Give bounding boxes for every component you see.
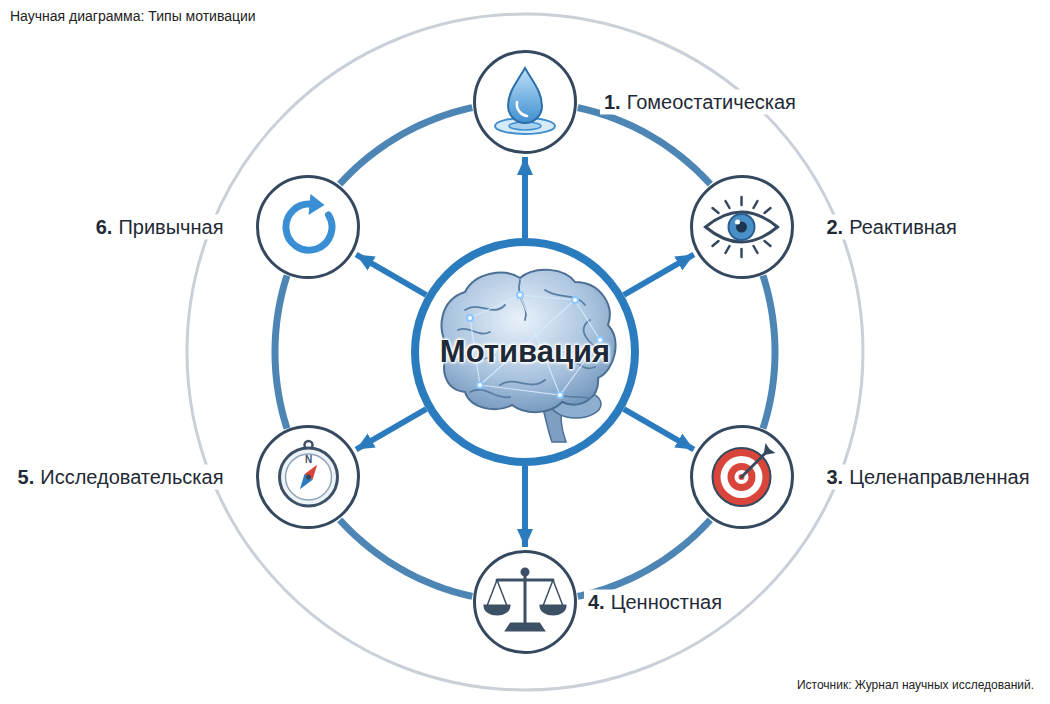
type-circle: 4.Ценностная (473, 550, 577, 654)
ring-connector (275, 275, 287, 428)
type-circle: 5.Исследовательская (256, 425, 360, 529)
type-label: 2.Реактивная (823, 215, 961, 240)
hub-circle: Мотивация (411, 238, 639, 466)
arrow-connector (522, 466, 528, 547)
ring-connector (578, 520, 711, 597)
arrow-connector (356, 254, 426, 295)
scales-icon (485, 569, 565, 630)
ring-connector (340, 108, 473, 185)
type-name: Исследовательская (40, 466, 223, 488)
type-label: 4. Ценностная (584, 590, 726, 615)
water-drop-icon (495, 68, 555, 134)
type-label: 1. Гомеостатическая (600, 90, 800, 115)
ring-connector (763, 275, 775, 428)
type-name: Гомеостатическая (627, 91, 796, 113)
callout-number: 5. (18, 466, 35, 488)
callout-number: 4. (588, 591, 605, 613)
type-name: Реактивная (849, 216, 957, 238)
target-icon (713, 443, 776, 506)
callout-number: 3. (827, 466, 844, 488)
arrow-connector (522, 157, 528, 238)
source-caption: Источник: Журнал научных исследований. (797, 678, 1034, 692)
outer-ring (187, 14, 863, 690)
type-name: Целенаправленная (849, 466, 1029, 488)
type-name: Привычная (118, 216, 223, 238)
eye-icon (706, 197, 778, 257)
callout-number: 1. (604, 91, 621, 113)
ring-connector (578, 108, 711, 185)
compass-letter: N (305, 454, 312, 465)
type-circle: 1.Гомеостатическая (473, 50, 577, 154)
hub-fill (415, 242, 635, 462)
type-label: 6.Привычная (92, 215, 228, 240)
icon-fills (258, 51, 793, 653)
type-label: 5.Исследовательская (14, 465, 228, 490)
cycle-arrow-icon (286, 194, 332, 250)
compass-icon (280, 441, 338, 506)
type-name: Ценностная (611, 591, 722, 613)
arrow-connector (624, 409, 694, 449)
hub-title: Мотивация (440, 334, 610, 370)
diagram-title: Научная диаграмма: Типы мотивации (10, 8, 256, 24)
arrow-connector (356, 409, 426, 450)
type-circle: 3.Целенаправленная (690, 425, 794, 529)
arrow-connector (624, 255, 694, 295)
type-label: 3.Целенаправленная (823, 465, 1034, 490)
callout-number: 2. (827, 216, 844, 238)
ring-connector (340, 520, 473, 597)
callout-number: 6. (96, 216, 113, 238)
type-circle: 6.Привычная (256, 175, 360, 279)
type-circle: 2.Реактивная (690, 175, 794, 279)
